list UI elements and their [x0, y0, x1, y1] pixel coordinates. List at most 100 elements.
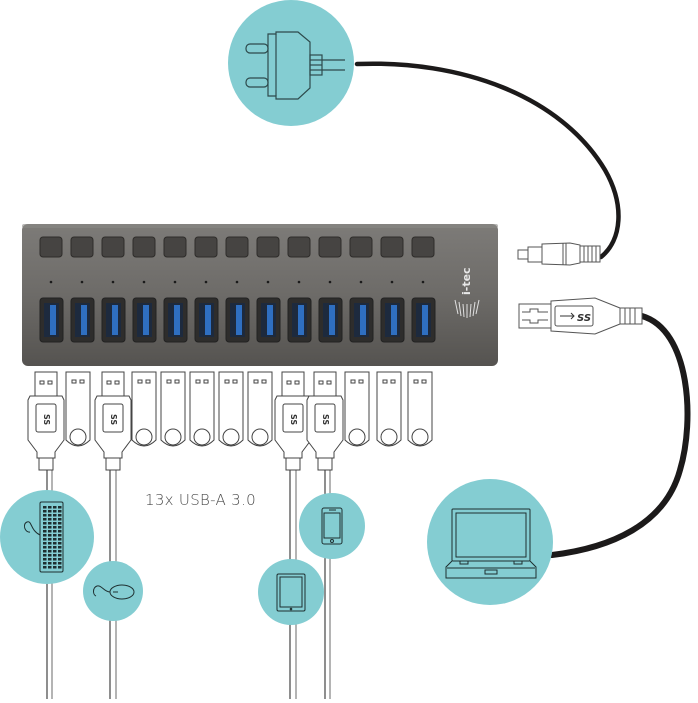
port-led: [421, 280, 425, 284]
keyboard-key: [48, 566, 52, 569]
keyboard-key: [48, 518, 52, 521]
port-power-button[interactable]: [101, 236, 125, 258]
port-power-button[interactable]: [39, 236, 63, 258]
keyboard-key: [58, 558, 62, 561]
port-led: [111, 280, 115, 284]
keyboard-key: [43, 522, 47, 525]
usb-a-port: [256, 297, 281, 343]
port-power-button[interactable]: [411, 236, 435, 258]
keyboard-key: [58, 538, 62, 541]
keyboard-key: [43, 554, 47, 557]
keyboard-key: [48, 526, 52, 529]
usb-ss-logo: SS: [289, 414, 298, 425]
port-power-button[interactable]: [70, 236, 94, 258]
keyboard-key: [58, 550, 62, 553]
keyboard-key: [48, 522, 52, 525]
keyboard-key: [43, 542, 47, 545]
keyboard-key: [48, 534, 52, 537]
usb-a-port: [70, 297, 95, 343]
keyboard-key: [58, 566, 62, 569]
keyboard-key: [53, 510, 57, 513]
usb-flash-drive: [189, 371, 215, 447]
keyboard-key: [43, 546, 47, 549]
power-cable: [354, 61, 621, 260]
port-led: [80, 280, 84, 284]
keyboard-key: [43, 538, 47, 541]
port-led: [266, 280, 270, 284]
usb-a-port: [132, 297, 157, 343]
usb-a-port: [287, 297, 312, 343]
usb-flash-drive: [376, 371, 402, 447]
usb-flash-drive: [247, 371, 273, 447]
keyboard-key: [58, 546, 62, 549]
dc-jack-connector: [517, 242, 601, 266]
port-led: [297, 280, 301, 284]
usb-a-cable-plug: SS: [274, 371, 312, 471]
keyboard-key: [53, 522, 57, 525]
keyboard-key: [53, 554, 57, 557]
keyboard-key: [48, 562, 52, 565]
port-power-button[interactable]: [380, 236, 404, 258]
port-power-button[interactable]: [225, 236, 249, 258]
keyboard-key: [48, 514, 52, 517]
keyboard-key: [48, 550, 52, 553]
mouse-icon: [93, 584, 135, 600]
usb-a-cable-plug: SS: [306, 371, 344, 471]
usb-a-cable-plug: SS: [94, 371, 132, 471]
port-power-button[interactable]: [256, 236, 280, 258]
port-power-button[interactable]: [194, 236, 218, 258]
smartphone-device: [299, 493, 365, 559]
usb-flash-drive: [218, 371, 244, 447]
smartphone-icon: [321, 507, 343, 545]
usb-b-connector: SS: [518, 297, 643, 335]
keyboard-key: [43, 550, 47, 553]
keyboard-key: [58, 514, 62, 517]
keyboard-key: [43, 558, 47, 561]
keyboard-key: [53, 518, 57, 521]
usb-a-port: [380, 297, 405, 343]
power-plug-icon: [245, 31, 345, 100]
keyboard-key: [43, 562, 47, 565]
keyboard-key: [53, 546, 57, 549]
port-power-button[interactable]: [132, 236, 156, 258]
keyboard-key: [48, 506, 52, 509]
keyboard-key: [43, 530, 47, 533]
keyboard-key: [48, 538, 52, 541]
port-power-button[interactable]: [349, 236, 373, 258]
keyboard-key: [53, 530, 57, 533]
usb-a-port: [225, 297, 250, 343]
usb-a-port: [194, 297, 219, 343]
keyboard-key: [58, 534, 62, 537]
i-tec-logo-mark: [454, 299, 480, 318]
keyboard-key: [43, 518, 47, 521]
keyboard-key: [58, 526, 62, 529]
usb-ss-logo: SS: [577, 313, 591, 324]
usb-a-port: [318, 297, 343, 343]
keyboard-key: [48, 546, 52, 549]
keyboard-key: [58, 510, 62, 513]
usb-flash-drive: [407, 371, 433, 447]
usb-flash-drive: [131, 371, 157, 447]
laptop-icon: [445, 508, 537, 579]
tablet-icon: [276, 573, 306, 612]
keyboard-key: [53, 534, 57, 537]
svg-text:i-tec: i-tec: [460, 267, 473, 295]
keyboard-key: [53, 542, 57, 545]
mouse-device: [83, 561, 143, 621]
usb-a-cable-plug: SS: [27, 371, 65, 471]
port-power-button[interactable]: [163, 236, 187, 258]
keyboard-key: [58, 506, 62, 509]
port-power-button[interactable]: [318, 236, 342, 258]
keyboard-key: [53, 550, 57, 553]
keyboard-key: [58, 554, 62, 557]
keyboard-key: [53, 562, 57, 565]
keyboard-key: [48, 530, 52, 533]
usb-flash-drive: [65, 371, 91, 447]
keyboard-key: [43, 506, 47, 509]
keyboard-key: [48, 542, 52, 545]
tablet-device: [258, 559, 324, 625]
keyboard-key: [43, 526, 47, 529]
port-power-button[interactable]: [287, 236, 311, 258]
keyboard-key: [48, 554, 52, 557]
